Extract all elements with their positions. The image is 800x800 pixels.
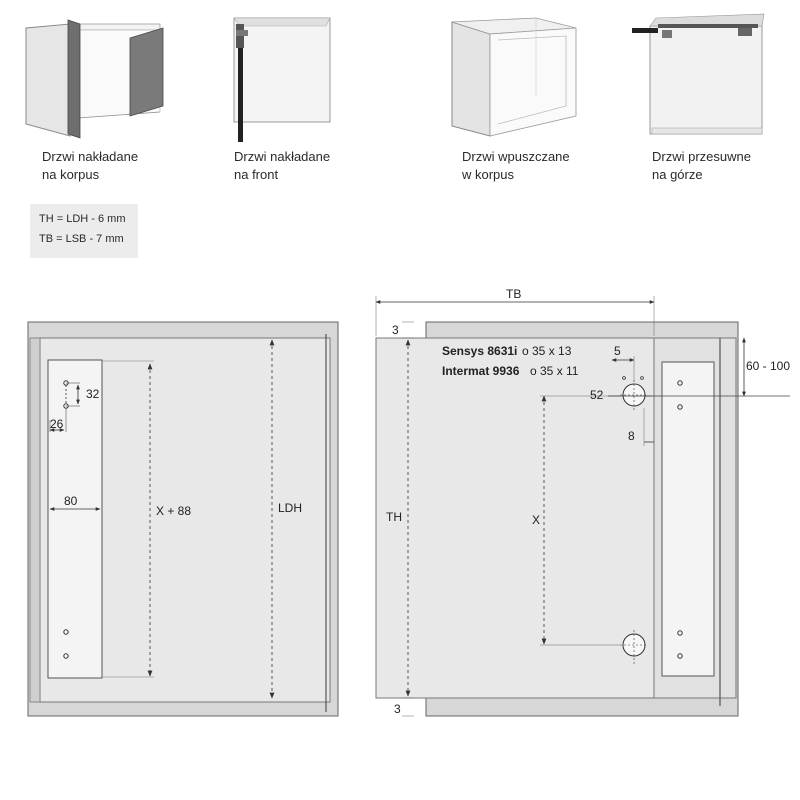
dim-60-100-label: 60 - 100: [746, 359, 790, 373]
dim-3-bottom-label: 3: [394, 702, 401, 716]
caption-line: Drzwi przesuwne: [652, 149, 751, 164]
caption-inset-carcass: Drzwi wpuszczane w korpus: [462, 148, 570, 184]
dim-3-top-label: 3: [392, 323, 399, 337]
caption-line: w korpus: [462, 167, 515, 182]
dim-26-label: 26: [50, 417, 64, 431]
dim-th-label: TH: [386, 510, 402, 524]
caption-line: na korpus: [42, 167, 100, 182]
dim-ldh-label: LDH: [278, 501, 302, 515]
caption-line: Drzwi wpuszczane: [462, 149, 570, 164]
illustration-overlay-front: [233, 17, 331, 142]
formula-box: TH = LDH - 6 mm TB = LSB - 7 mm: [30, 204, 138, 258]
intermat-name: Intermat 9936: [442, 364, 520, 378]
caption-sliding-top: Drzwi przesuwne na górze: [652, 148, 751, 184]
caption-overlay-front: Drzwi nakładane na front: [234, 148, 330, 184]
illustration-inset-carcass: [451, 17, 577, 137]
caption-line: Drzwi nakładane: [42, 149, 139, 164]
illustration-sliding-top: [632, 13, 765, 135]
dim-80-label: 80: [64, 494, 78, 508]
dim-tb-label: TB: [506, 287, 521, 301]
dim-5-label: 5: [614, 344, 621, 358]
formula-tb: TB = LSB - 7 mm: [39, 233, 124, 245]
formula-th: TH = LDH - 6 mm: [39, 213, 126, 225]
dim-x88-label: X + 88: [156, 504, 191, 518]
right-drawing: [375, 296, 790, 717]
dim-32-label: 32: [86, 387, 100, 401]
illustration-overlay-carcass: [25, 19, 164, 139]
sensys-spec: o 35 x 13: [522, 344, 572, 358]
dim-x-label: X: [532, 513, 540, 527]
dim-8-label: 8: [628, 429, 635, 443]
caption-overlay-carcass: Drzwi nakładane na korpus: [42, 148, 138, 184]
caption-line: na front: [234, 167, 279, 182]
intermat-spec: o 35 x 11: [530, 364, 579, 378]
left-drawing: [27, 321, 339, 717]
dim-52-label: 52: [590, 388, 604, 402]
caption-line: na górze: [652, 167, 703, 182]
caption-line: Drzwi nakładane: [234, 149, 331, 164]
sensys-name: Sensys 8631i: [442, 344, 517, 358]
